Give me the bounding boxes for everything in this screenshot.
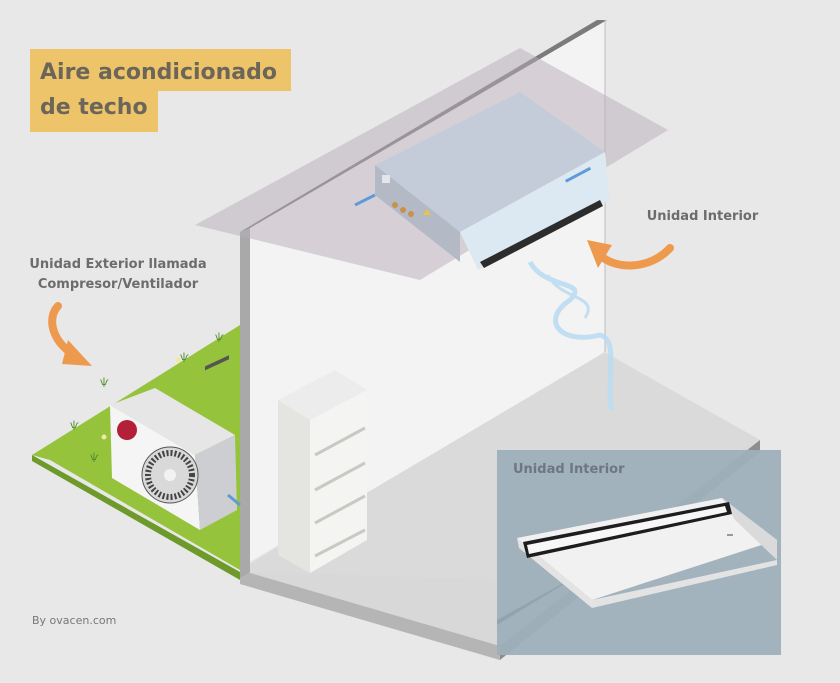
label-exterior-line-1: Unidad Exterior llamada [29, 257, 207, 272]
svg-text:ѱ: ѱ [215, 331, 224, 343]
arrow-to-outdoor-unit-icon [48, 302, 92, 366]
bookshelf [278, 370, 367, 573]
arrow-to-indoor-unit-icon [587, 240, 674, 270]
svg-text:ѱ: ѱ [70, 419, 79, 431]
svg-text:ѱ: ѱ [100, 376, 109, 388]
page-title: Aire acondicionado de techo [30, 49, 292, 132]
label-exterior-line-2: Compresor/Ventilador [37, 277, 199, 292]
credit-text: By ovacen.com [32, 614, 117, 627]
ceiling-unit-product-image [497, 498, 777, 625]
outdoor-unit [110, 355, 241, 530]
title-line-2: de techo [30, 91, 158, 132]
svg-text:ѱ: ѱ [90, 451, 99, 463]
label-interior-unit: Unidad Interior [646, 209, 759, 224]
label-exterior-unit: Unidad Exterior llamada Compresor/Ventil… [20, 255, 216, 295]
inset-title: Unidad Interior [513, 462, 625, 477]
svg-text:ѱ: ѱ [180, 351, 189, 363]
inset-interior-unit-photo: Unidad Interior [497, 450, 781, 655]
title-line-1: Aire acondicionado [30, 49, 292, 91]
airflow [527, 260, 615, 411]
indoor-unit-ceiling [354, 92, 610, 270]
